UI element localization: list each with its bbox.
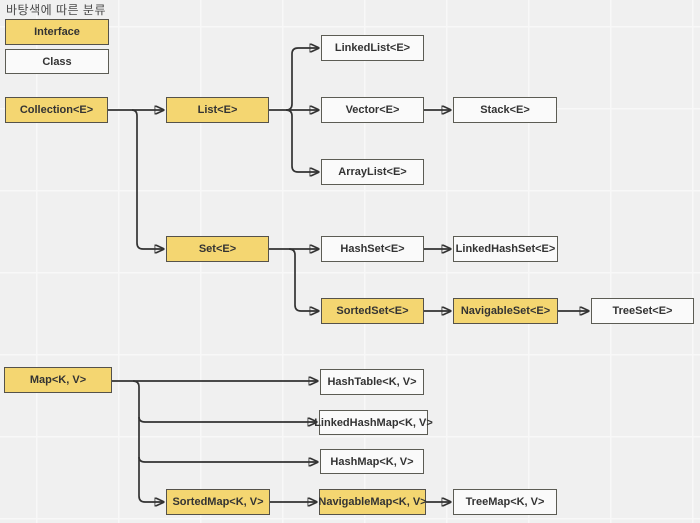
node-map: Map<K, V> bbox=[4, 367, 112, 393]
edge-list-arraylist bbox=[285, 109, 319, 172]
node-hashmap: HashMap<K, V> bbox=[320, 449, 424, 474]
node-treeset: TreeSet<E> bbox=[591, 298, 694, 324]
edge-map-linkedhashmap bbox=[138, 416, 317, 422]
node-sortedmap: SortedMap<K, V> bbox=[166, 489, 270, 515]
node-collection: Collection<E> bbox=[5, 97, 108, 123]
node-sortedset: SortedSet<E> bbox=[321, 298, 424, 324]
node-vector: Vector<E> bbox=[321, 97, 424, 123]
node-treemap: TreeMap<K, V> bbox=[453, 489, 557, 515]
node-navigablemap: NavigableMap<K, V> bbox=[318, 489, 427, 515]
node-stack: Stack<E> bbox=[453, 97, 557, 123]
edge-map-sortedmap bbox=[132, 380, 164, 502]
node-hashtable: HashTable<K, V> bbox=[320, 369, 424, 395]
node-hashset: HashSet<E> bbox=[321, 236, 424, 262]
legend-class-node: Class bbox=[5, 49, 109, 74]
edge-list-linkedlist bbox=[285, 48, 319, 111]
edge-set-sortedset bbox=[288, 248, 319, 311]
legend-interface-node: Interface bbox=[5, 19, 109, 45]
node-navigableset: NavigableSet<E> bbox=[453, 298, 558, 324]
node-linkedhashset: LinkedHashSet<E> bbox=[453, 236, 558, 262]
edge-collection-set bbox=[131, 109, 164, 249]
node-arraylist: ArrayList<E> bbox=[321, 159, 424, 185]
diagram-title: 바탕색에 따른 분류 bbox=[6, 3, 106, 17]
node-list: List<E> bbox=[166, 97, 269, 123]
node-set: Set<E> bbox=[166, 236, 269, 262]
node-linkedlist: LinkedList<E> bbox=[321, 35, 424, 61]
node-linkedhashmap: LinkedHashMap<K, V> bbox=[314, 410, 433, 435]
edge-map-hashmap bbox=[138, 456, 318, 462]
